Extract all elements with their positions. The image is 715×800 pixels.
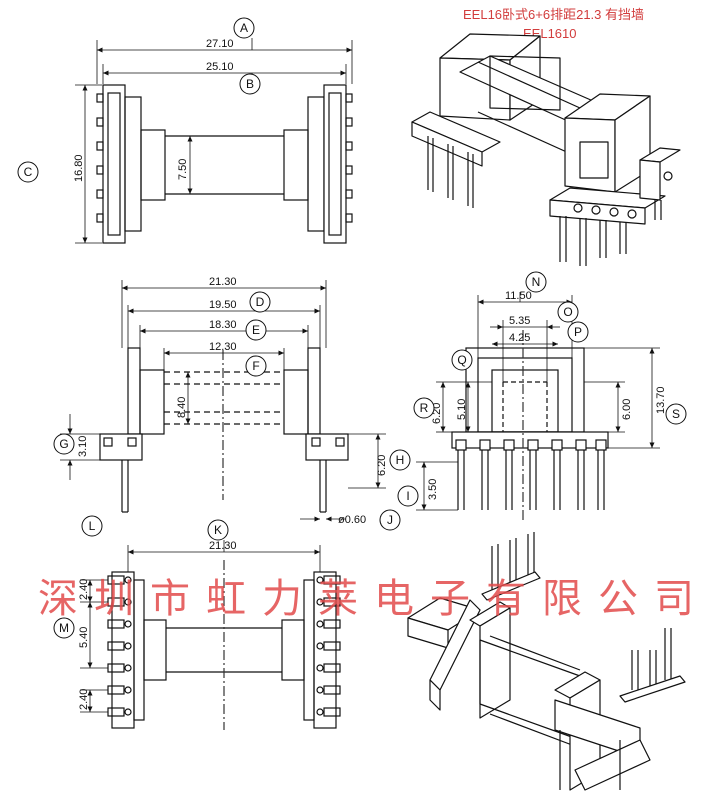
front-view	[60, 280, 386, 513]
callout-J: J	[387, 513, 393, 527]
bottom-view-right-pads	[316, 575, 341, 717]
callout-G: G	[59, 437, 68, 451]
isometric-view-top	[411, 33, 681, 266]
dim-G-value: 3.10	[77, 436, 89, 457]
bottom-view-dimensions	[87, 540, 320, 712]
top-view-left-pins	[96, 93, 104, 223]
dim-2-40-lower-value: 2.40	[78, 689, 90, 710]
callout-S: S	[672, 407, 680, 421]
callout-E: E	[252, 323, 260, 337]
dim-I-value: 3.50	[427, 479, 439, 500]
dim-M-value: 5.40	[78, 627, 90, 648]
callout-A: A	[240, 21, 248, 35]
callout-P: P	[574, 325, 582, 339]
dim-P-value: 4.25	[509, 332, 530, 344]
callout-K: K	[214, 523, 222, 537]
dim-O-value: 5.35	[509, 315, 530, 327]
callout-H: H	[396, 453, 405, 467]
top-view-right-pins	[345, 93, 353, 223]
side-view-pins	[455, 439, 607, 510]
callout-C: C	[24, 165, 33, 179]
dim-J-value: ø0.60	[338, 514, 366, 526]
dim-A-value: 27.10	[206, 38, 234, 50]
top-view	[75, 40, 353, 244]
callout-labels	[17, 17, 687, 639]
dim-5-10-value: 5.10	[456, 399, 468, 420]
bottom-view	[80, 545, 341, 730]
dim-K-value: 21.30	[209, 540, 237, 552]
side-view	[416, 295, 660, 520]
dim-E-value: 18.30	[209, 319, 237, 331]
callout-F: F	[252, 359, 259, 373]
front-view-dimensions	[67, 285, 381, 522]
dim-6-00-value: 6.00	[621, 399, 633, 420]
dim-H-value: 6.20	[376, 455, 388, 476]
dim-L-value: 2.40	[78, 579, 90, 600]
dim-B-value: 25.10	[206, 61, 234, 73]
side-view-dimensions	[421, 292, 655, 510]
dim-F-value: 12.30	[209, 341, 237, 353]
callout-B: B	[246, 77, 254, 91]
company-watermark: 深圳市虹力莱电子有限公司	[38, 576, 710, 622]
dim-7-50-value: 7.50	[177, 159, 189, 180]
title-line-1: EEL16卧式6+6排距21.3 有挡墙	[463, 7, 644, 22]
callout-O: O	[563, 305, 572, 319]
dim-D-value: 19.50	[209, 299, 237, 311]
callout-D: D	[256, 295, 265, 309]
callout-M: M	[59, 621, 69, 635]
callout-R: R	[420, 401, 429, 415]
dim-21-30-front-value: 21.30	[209, 276, 237, 288]
dim-S-value: 13.70	[655, 386, 667, 414]
callout-Q: Q	[457, 353, 466, 367]
callout-letters: A B C D E F G H I J K L M N O P Q R S	[24, 21, 680, 635]
isometric-view-bottom	[407, 532, 686, 791]
callout-L: L	[89, 519, 96, 533]
dim-8-40-value: 8.40	[176, 397, 188, 418]
callout-I: I	[406, 489, 409, 503]
dim-N-value: 11.50	[505, 290, 532, 302]
dim-C-value: 16.80	[73, 154, 85, 182]
callout-N: N	[532, 275, 541, 289]
